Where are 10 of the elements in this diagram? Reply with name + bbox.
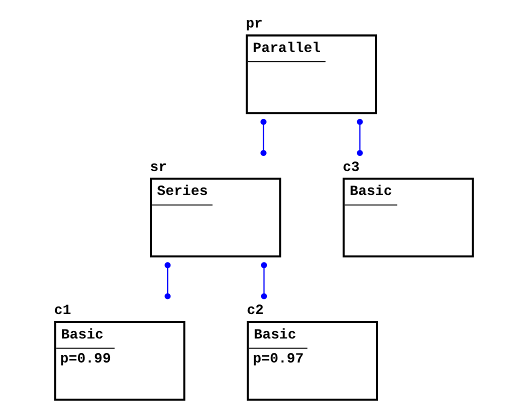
node-label: c1 (54, 303, 71, 320)
node-box: Series (149, 178, 281, 258)
connector (164, 262, 170, 300)
node-label: pr (245, 16, 262, 33)
node-label: sr (149, 160, 166, 176)
node-label: c2 (246, 303, 264, 320)
connector (356, 118, 362, 156)
connector (260, 262, 267, 300)
connector (260, 118, 266, 156)
node-label: c3 (342, 160, 360, 176)
